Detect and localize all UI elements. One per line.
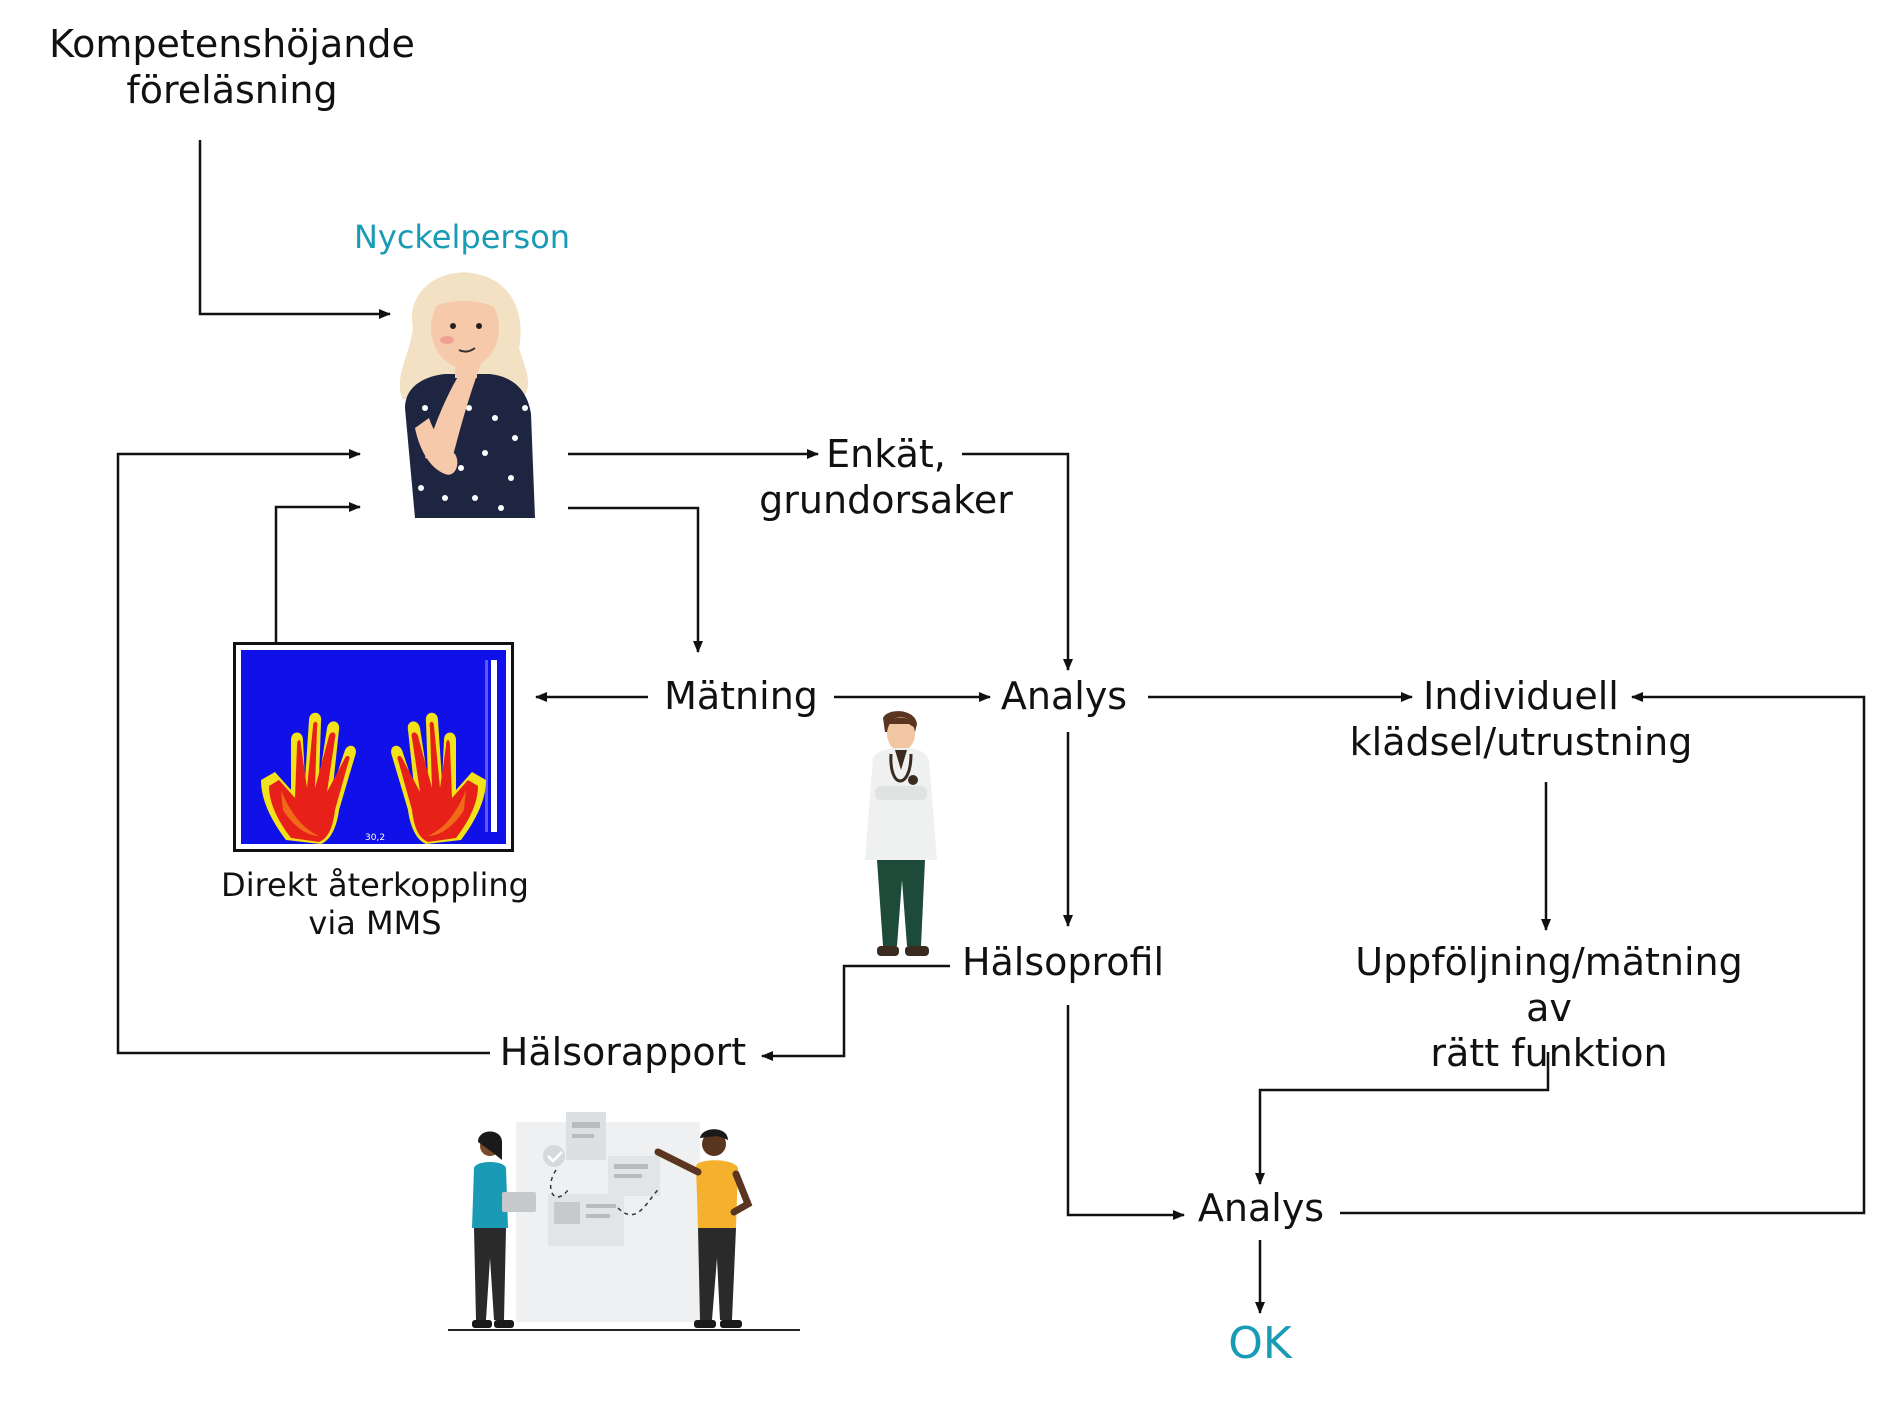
edge-keyperson-to-measurement [568,506,703,653]
edge-profile-to-report [761,964,950,1061]
thermal-reading: 30,2 [365,833,385,843]
doctor-illustration [865,711,937,956]
survey-text: Enkät, grundorsaker [759,432,1013,522]
analysis-bottom-label: Analys [1197,1186,1325,1230]
individual-text: Individuell klädsel/utrustning [1349,674,1693,764]
key-person-illustration [399,272,535,518]
lecture-text: Kompetenshöjande föreläsning [49,22,415,112]
analysis-top-label: Analys [1000,674,1128,718]
survey-label: Enkät, grundorsaker [759,432,1013,523]
right-hand-shape [391,712,486,844]
followup-label: Uppföljning/mätning av rätt funktion [1355,940,1743,1077]
lecture-label: Kompetenshöjande föreläsning [49,22,415,113]
edge-analysis-to-individual-loop [1340,692,1866,1215]
edge-report-to-keyperson [116,449,490,1055]
edge-lecture-to-keyperson [198,140,391,319]
thermal-hands-image: 30,2 [241,650,506,844]
followup-text: Uppföljning/mätning av rätt funktion [1355,940,1743,1076]
health-report-label: Hälsorapport [499,1030,747,1074]
edge-survey-to-analysis [962,452,1073,671]
left-hand-shape [261,712,356,844]
edge-followup-to-analysis [1255,1052,1550,1185]
ok-label: OK [1228,1318,1292,1369]
individual-label: Individuell klädsel/utrustning [1350,674,1693,765]
report-team-illustration [448,1112,800,1331]
direct-feedback-text: Direkt återkoppling via MMS [221,866,529,943]
measurement-label: Mätning [664,674,818,718]
edge-profile-to-analysis [1066,1005,1185,1220]
thermal-image-frame: 30,2 [233,642,514,852]
direct-feedback-label: Direkt återkoppling via MMS [221,866,529,943]
key-person-label: Nyckelperson [353,218,571,256]
health-profile-label: Hälsoprofil [961,940,1165,984]
edge-feedback-to-keyperson [274,502,361,642]
